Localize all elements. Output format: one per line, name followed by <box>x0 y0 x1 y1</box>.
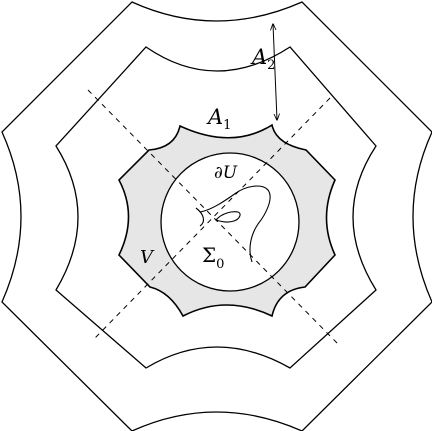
label-A1: A1 <box>206 105 231 133</box>
arrow-A2 <box>273 24 277 120</box>
middle-boundary <box>55 46 377 369</box>
curve-sigma0-tail <box>195 207 205 227</box>
label-Sigma0: Σ0 <box>202 243 224 272</box>
label-V: V <box>140 247 155 268</box>
curve-sigma0-loop <box>215 211 241 223</box>
curve-sigma0 <box>199 185 271 263</box>
label-dU: ∂U <box>214 163 238 183</box>
label-A2: A2 <box>250 45 275 73</box>
